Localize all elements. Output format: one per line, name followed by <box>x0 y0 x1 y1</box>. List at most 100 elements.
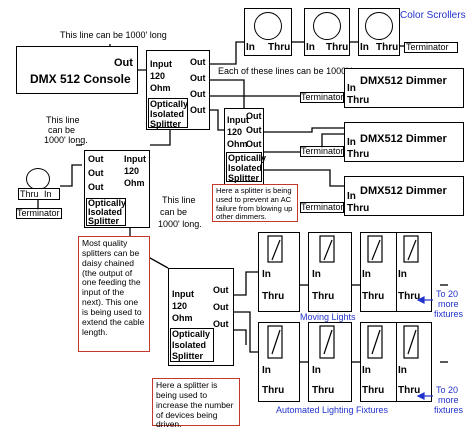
moving-light-2-in: In <box>312 269 321 280</box>
small-fixture-thru: Thru <box>20 189 39 199</box>
scroller-1-in: In <box>246 42 255 53</box>
note-long-mid-1: This line <box>162 195 196 205</box>
note-each-line-1: Each of these lines can be 1000' long <box>218 66 368 76</box>
dimmer-3-terminator <box>300 202 344 213</box>
splitter-1-name-1: Optically <box>150 99 189 109</box>
left-terminator-label: Terminator <box>17 208 60 218</box>
splitter-1-label-box <box>148 98 188 128</box>
splitter-3-input: Input <box>227 115 249 125</box>
splitter-3-out-2: Out <box>246 125 262 135</box>
note-long-left-1: This line <box>46 115 80 125</box>
note-long-left-2: can be <box>48 125 76 135</box>
splitter-4-out-3: Out <box>213 319 229 329</box>
moving-more-2: more <box>438 299 459 309</box>
splitter-3-label-box <box>226 152 262 182</box>
splitter-4-label-box <box>170 328 214 362</box>
automated-fixtures-label: Automated Lighting Fixtures <box>276 405 389 415</box>
note-long-top: This line can be 1000' long <box>60 30 167 40</box>
splitter-1-out-2: Out <box>190 73 206 83</box>
scroller-terminator-label: Terminator <box>406 42 449 52</box>
fixture-4 <box>396 322 432 402</box>
note-long-left-3: 1000' long. <box>44 135 88 145</box>
moving-lights-label: Moving Lights <box>300 312 356 322</box>
fixture-3-in: In <box>362 365 371 376</box>
dimmer-1-terminator-label: Terminator <box>301 92 344 102</box>
console-title: DMX 512 Console <box>30 72 131 86</box>
splitter-3-name-2: Isolated <box>228 163 263 173</box>
dimmer-2-in: In <box>347 137 356 148</box>
note-ac-failure: Here a splitter is being used to prevent… <box>212 184 298 222</box>
splitter-4-120: 120 <box>172 301 188 311</box>
scroller-3-lens-icon <box>365 12 393 40</box>
dimmer-2-thru: Thru <box>347 149 370 160</box>
splitter-1-ohm: Ohm <box>150 83 171 93</box>
dimmer-2 <box>344 122 464 162</box>
moving-light-1-in: In <box>262 269 271 280</box>
splitter-3-ohm: Ohm <box>227 139 248 149</box>
splitter-3-120: 120 <box>227 127 243 137</box>
splitter-2-label-box <box>86 198 126 226</box>
dimmer-3-thru: Thru <box>347 203 370 214</box>
scroller-1-lens-icon <box>254 12 282 40</box>
dimmer-3-title: DMX512 Dimmer <box>360 185 447 197</box>
moving-light-1-thru: Thru <box>262 291 285 302</box>
splitter-2-name-2: Isolated <box>88 207 123 217</box>
splitter-1-out-3: Out <box>190 89 206 99</box>
dimmer-1-terminator <box>300 92 344 103</box>
splitter-2-out-2: Out <box>88 168 104 178</box>
splitter-3-out-1: Out <box>246 111 262 121</box>
scroller-1-thru: Thru <box>268 42 291 53</box>
fixtures-more-3: fixtures <box>434 405 464 415</box>
fixture-1-thru: Thru <box>262 385 285 396</box>
moving-light-3-in: In <box>362 269 371 280</box>
scroller-3-thru: Thru <box>376 42 399 53</box>
scroller-2-in: In <box>306 42 315 53</box>
splitter-4-out-1: Out <box>213 285 229 295</box>
fixture-3-thru: Thru <box>362 385 385 396</box>
dimmer-1-in: In <box>347 83 356 94</box>
fixture-4-thru: Thru <box>398 385 421 396</box>
note-long-mid-3: 1000' long. <box>158 219 202 229</box>
splitter-1-120: 120 <box>150 71 166 81</box>
splitter-3-name-3: Splitter <box>228 173 260 183</box>
splitter-1-name-3: Splitter <box>150 119 182 129</box>
splitter-1-input: Input <box>150 59 172 69</box>
fixture-4-in: In <box>398 365 407 376</box>
small-fixture-icon <box>26 168 50 190</box>
dimmer-1-title: DMX512 Dimmer <box>360 75 447 87</box>
dimmer-2-terminator <box>300 146 344 157</box>
splitter-4-input: Input <box>172 289 194 299</box>
note-increase-devices: Here a splitter is being used to increas… <box>152 378 240 429</box>
splitter-4-name-3: Splitter <box>172 351 204 361</box>
moving-light-4-thru: Thru <box>398 291 421 302</box>
scroller-terminator <box>404 42 458 53</box>
fixtures-more-2: more <box>438 395 459 405</box>
dmx-console <box>16 46 138 94</box>
dimmer-2-title: DMX512 Dimmer <box>360 133 447 145</box>
splitter-2-ohm: Ohm <box>124 178 145 188</box>
splitter-4-ohm: Ohm <box>172 313 193 323</box>
splitter-2-120: 120 <box>124 166 140 176</box>
moving-light-4 <box>396 232 432 312</box>
scroller-3-in: In <box>360 42 369 53</box>
fixtures-more-1: To 20 <box>436 385 459 395</box>
splitter-2-name-3: Splitter <box>88 216 120 226</box>
splitter-4-name-1: Optically <box>172 329 211 339</box>
moving-light-3-thru: Thru <box>362 291 385 302</box>
moving-light-4-in: In <box>398 269 407 280</box>
splitter-3-out-3: Out <box>246 139 262 149</box>
color-scrollers-label: Color Scrollers <box>400 10 466 21</box>
moving-more-3: fixtures <box>434 309 464 319</box>
dimmer-3-in: In <box>347 191 356 202</box>
console-out-label: Out <box>114 57 133 69</box>
note-long-mid-2: can be <box>160 207 188 217</box>
small-fixture-ports <box>18 188 60 200</box>
splitter-1-name-2: Isolated <box>150 109 185 119</box>
scroller-2-lens-icon <box>313 12 341 40</box>
splitter-3-name-1: Optically <box>228 153 267 163</box>
scroller-2-thru: Thru <box>326 42 349 53</box>
moving-more-1: To 20 <box>436 289 459 299</box>
splitter-1-out-4: Out <box>190 105 206 115</box>
splitter-2-out-3: Out <box>88 182 104 192</box>
